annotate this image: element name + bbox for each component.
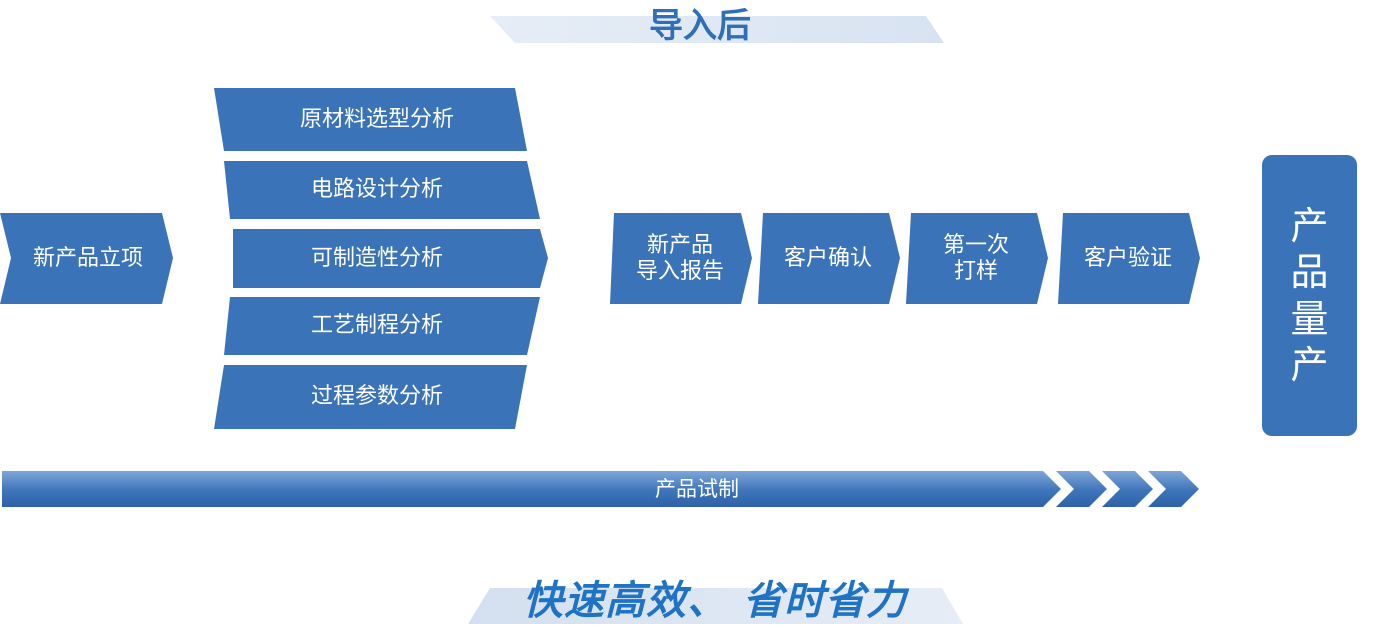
analysis-shape-5 bbox=[214, 365, 527, 429]
final-step-char-1: 产 bbox=[1290, 203, 1329, 248]
process-step-1: 新产品 导入报告 bbox=[635, 232, 724, 284]
final-step-char-2: 品 bbox=[1290, 250, 1329, 295]
analysis-shape-1 bbox=[214, 88, 527, 151]
slogan: 快速高效、 省时省力 bbox=[523, 578, 907, 624]
final-step-char-4: 产 bbox=[1290, 342, 1329, 387]
analysis-step-1: 原材料选型分析 bbox=[299, 106, 454, 132]
analysis-shape-4 bbox=[224, 297, 540, 355]
process-shape-3 bbox=[906, 213, 1048, 304]
trial-bar-shape bbox=[2, 471, 1061, 507]
final-step-char-3: 量 bbox=[1290, 296, 1329, 341]
final-step-shape bbox=[1262, 155, 1357, 436]
process-step-4: 客户验证 bbox=[1083, 245, 1172, 271]
process-shape-1 bbox=[610, 213, 752, 304]
analysis-shape-2 bbox=[224, 161, 540, 219]
analysis-step-2: 电路设计分析 bbox=[310, 177, 443, 203]
process-shape-4 bbox=[1058, 213, 1200, 304]
process-step-2: 客户确认 bbox=[783, 245, 872, 271]
start-step-shape bbox=[0, 213, 173, 304]
heading-band bbox=[490, 16, 944, 43]
analysis-step-3: 可制造性分析 bbox=[310, 245, 443, 271]
analysis-shape-3 bbox=[233, 229, 548, 288]
process-step-3: 第一次 打样 bbox=[942, 232, 1009, 284]
final-step-label: 产 品 量 产 bbox=[1262, 155, 1357, 436]
analysis-step-4: 工艺制程分析 bbox=[310, 313, 443, 339]
trial-bar-label: 产品试制 bbox=[655, 476, 739, 501]
trial-chevron-1 bbox=[1056, 471, 1107, 507]
process-shape-2 bbox=[758, 213, 900, 304]
start-step-label: 新产品立项 bbox=[32, 245, 143, 271]
slogan-band bbox=[468, 588, 963, 624]
analysis-step-5: 过程参数分析 bbox=[310, 384, 443, 410]
trial-chevron-3 bbox=[1148, 471, 1199, 507]
page-title: 导入后 bbox=[649, 5, 751, 46]
trial-chevron-2 bbox=[1102, 471, 1153, 507]
